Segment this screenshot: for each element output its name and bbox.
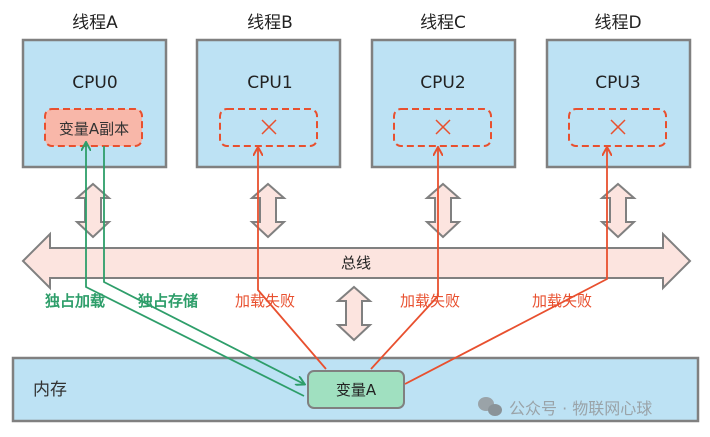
cpu-label-1: CPU1	[247, 73, 292, 93]
memory-label: 内存	[33, 380, 67, 400]
cache-line-invalid	[219, 108, 318, 147]
cpu-box-1: CPU1	[195, 38, 342, 169]
bus-memory-double-arrow	[335, 285, 373, 342]
cpu-box-2: CPU2	[370, 38, 517, 169]
thread-label-c: 线程C	[420, 13, 466, 33]
cpu-label-3: CPU3	[595, 73, 640, 93]
bus-label: 总线	[341, 254, 371, 272]
load-fail-line-2	[370, 148, 438, 370]
bus-arrow	[21, 231, 692, 291]
cpu-box-0: CPU0 变量A副本	[21, 38, 168, 169]
cpu-box-3: CPU3	[545, 38, 692, 169]
thread-label-a: 线程A	[72, 13, 118, 33]
cpu-label-2: CPU2	[420, 73, 465, 93]
exclusive-store-label: 独占存储	[138, 292, 198, 310]
load-fail-label-2: 加载失败	[400, 292, 460, 310]
load-fail-label-3: 加载失败	[532, 292, 592, 310]
memory-variable-box	[307, 370, 405, 409]
load-fail-line-3	[404, 148, 607, 385]
memory-variable-label: 变量A	[336, 381, 377, 399]
cache-line-copy	[44, 108, 143, 147]
cache-line-invalid	[568, 108, 667, 147]
invalid-x-icon	[435, 119, 451, 135]
invalid-x-icon	[261, 119, 277, 135]
load-fail-line-1	[258, 148, 327, 370]
exclusive-load-label: 独占加载	[45, 292, 105, 310]
thread-label-b: 线程B	[247, 13, 293, 33]
thread-label-d: 线程D	[594, 13, 641, 33]
wechat-icon	[478, 397, 502, 416]
exclusive-load-line	[86, 143, 305, 397]
invalid-x-icon	[610, 119, 626, 135]
exclusive-store-line	[103, 146, 304, 384]
load-fail-label-1: 加载失败	[235, 292, 295, 310]
cpu-label-0: CPU0	[72, 73, 117, 93]
cache-label-0: 变量A副本	[59, 120, 129, 138]
cpu-bus-double-arrow-2	[424, 182, 462, 239]
cpu-bus-double-arrow-1	[249, 182, 287, 239]
watermark-text: 公众号 · 物联网心球	[509, 399, 652, 418]
